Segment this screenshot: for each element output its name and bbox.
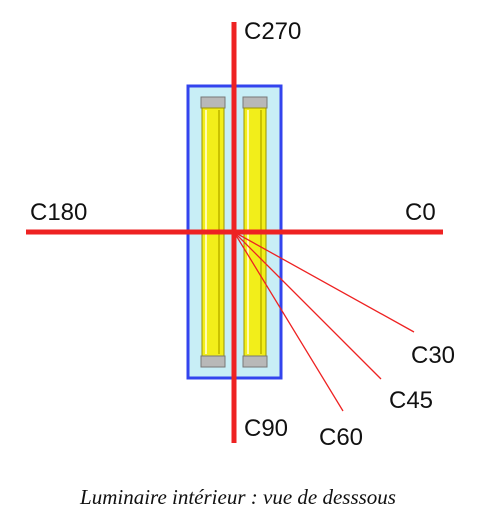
label-c270: C270 (244, 18, 301, 45)
ray-c60 (233, 231, 344, 412)
ray-c45 (233, 231, 382, 380)
lamp-cap-left-top (200, 96, 226, 109)
lamp-cap-left-bottom (200, 355, 226, 368)
label-c45: C45 (389, 387, 433, 414)
ray-c30 (233, 231, 415, 333)
lamp-cap-right-top (242, 96, 268, 109)
label-c90: C90 (244, 415, 288, 442)
lamp-cap-right-bottom (242, 355, 268, 368)
label-c60: C60 (319, 424, 363, 451)
diagram-caption: Luminaire intérieur : vue de desssous (79, 485, 396, 509)
label-c0: C0 (405, 199, 436, 226)
label-c30: C30 (411, 342, 455, 369)
label-c180: C180 (30, 199, 87, 226)
